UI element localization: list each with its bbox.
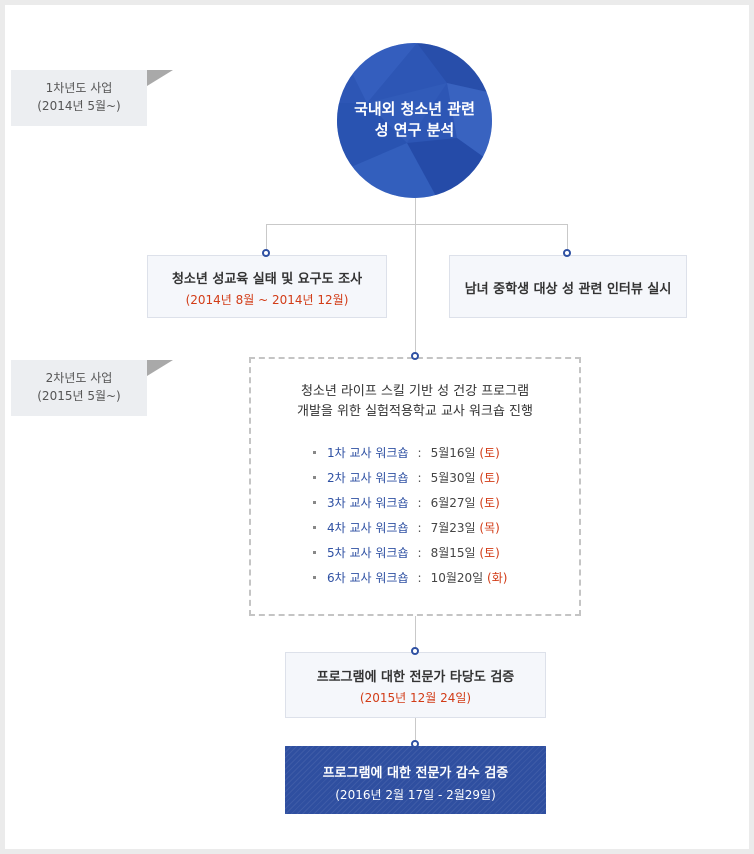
circle-label-line2: 성 연구 분석 [374, 121, 455, 139]
review-box-title: 프로그램에 대한 전문가 감수 검증 [322, 766, 509, 781]
workshop-label: 5차 교사 워크숍 [327, 546, 409, 560]
workshop-day: (목) [479, 521, 500, 535]
workshop-day: (토) [479, 546, 500, 560]
year-tag-1-period: (2014년 5월~) [37, 99, 121, 113]
connector-branch [266, 224, 568, 225]
workshop-day: (화) [487, 571, 508, 585]
workshop-box-heading: 청소년 라이프 스킬 기반 성 건강 프로그램 개발을 위한 실험적용학교 교사… [251, 382, 579, 422]
workshop-label: 2차 교사 워크숍 [327, 471, 409, 485]
list-item: 3차 교사 워크숍:6월27일 (토) [313, 493, 507, 518]
review-box-date: (2016년 2월 17일 - 2월29일) [335, 788, 496, 802]
connector-dot-workshop [411, 352, 419, 360]
workshop-date: 7월23일 [430, 521, 476, 535]
workshop-day: (토) [479, 446, 500, 460]
list-item: 5차 교사 워크숍:8월15일 (토) [313, 543, 507, 568]
bullet-icon [313, 476, 316, 479]
workshop-colon: : [417, 546, 422, 560]
survey-box: 청소년 성교육 실태 및 요구도 조사 (2014년 8월 ~ 2014년 12… [147, 255, 387, 318]
year-flag-2 [147, 360, 173, 376]
interview-box-title: 남녀 중학생 대상 성 관련 인터뷰 실시 [464, 282, 672, 297]
workshop-label: 6차 교사 워크숍 [327, 571, 409, 585]
bullet-icon [313, 526, 316, 529]
validity-box: 프로그램에 대한 전문가 타당도 검증 (2015년 12월 24일) [285, 652, 546, 718]
workshop-date: 5월16일 [430, 446, 476, 460]
connector-dot-interview [563, 249, 571, 257]
workshop-label: 4차 교사 워크숍 [327, 521, 409, 535]
circle-label: 국내외 청소년 관련 성 연구 분석 [337, 99, 492, 141]
workshop-box: 청소년 라이프 스킬 기반 성 건강 프로그램 개발을 위한 실험적용학교 교사… [249, 357, 581, 616]
list-item: 4차 교사 워크숍:7월23일 (목) [313, 518, 507, 543]
connector-dot-review [411, 740, 419, 748]
validity-box-date: (2015년 12월 24일) [359, 691, 472, 705]
workshop-label: 3차 교사 워크숍 [327, 496, 409, 510]
list-item: 6차 교사 워크숍:10월20일 (화) [313, 568, 507, 593]
list-item: 1차 교사 워크숍:5월16일 (토) [313, 443, 507, 468]
survey-box-date: (2014년 8월 ~ 2014년 12월) [185, 293, 349, 307]
workshop-colon: : [417, 496, 422, 510]
circle-facet-pattern [337, 43, 492, 198]
workshop-list: 1차 교사 워크숍:5월16일 (토) 2차 교사 워크숍:5월30일 (토) … [313, 443, 507, 593]
workshop-colon: : [417, 521, 422, 535]
connector-left-drop [266, 224, 267, 252]
year-tag-2-title: 2차년도 사업 [45, 371, 113, 385]
bullet-icon [313, 551, 316, 554]
workshop-day: (토) [479, 496, 500, 510]
workshop-date: 5월30일 [430, 471, 476, 485]
interview-box: 남녀 중학생 대상 성 관련 인터뷰 실시 [449, 255, 687, 318]
workshop-label: 1차 교사 워크숍 [327, 446, 409, 460]
validity-box-title: 프로그램에 대한 전문가 타당도 검증 [316, 670, 515, 685]
year-tag-2: 2차년도 사업 (2015년 5월~) [11, 360, 147, 416]
workshop-colon: : [417, 446, 422, 460]
survey-box-title: 청소년 성교육 실태 및 요구도 조사 [171, 272, 363, 287]
workshop-colon: : [417, 571, 422, 585]
list-item: 2차 교사 워크숍:5월30일 (토) [313, 468, 507, 493]
workshop-date: 6월27일 [430, 496, 476, 510]
connector-right-drop [567, 224, 568, 252]
connector-dot-survey [262, 249, 270, 257]
year-tag-2-period: (2015년 5월~) [37, 389, 121, 403]
bullet-icon [313, 501, 316, 504]
workshop-colon: : [417, 471, 422, 485]
workshop-heading-line1: 청소년 라이프 스킬 기반 성 건강 프로그램 [300, 384, 530, 399]
bullet-icon [313, 576, 316, 579]
connector-dot-validity [411, 647, 419, 655]
review-box: 프로그램에 대한 전문가 감수 검증 (2016년 2월 17일 - 2월29일… [285, 746, 546, 814]
workshop-heading-line2: 개발을 위한 실험적용학교 교사 워크숍 진행 [297, 404, 533, 419]
workshop-day: (토) [479, 471, 500, 485]
research-circle: 국내외 청소년 관련 성 연구 분석 [337, 43, 492, 198]
circle-label-line1: 국내외 청소년 관련 [354, 100, 475, 118]
year-tag-1: 1차년도 사업 (2014년 5월~) [11, 70, 147, 126]
year-flag-1 [147, 70, 173, 86]
workshop-date: 10월20일 [430, 571, 484, 585]
year-tag-1-title: 1차년도 사업 [45, 81, 113, 95]
workshop-date: 8월15일 [430, 546, 476, 560]
bullet-icon [313, 451, 316, 454]
